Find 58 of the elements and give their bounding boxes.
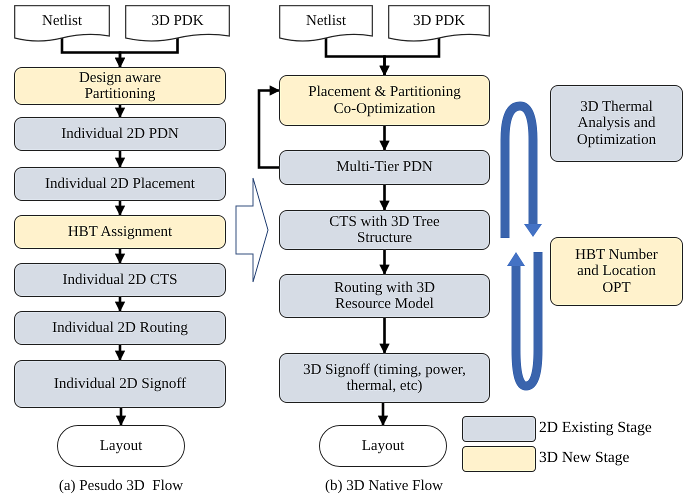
- process-box: [14, 67, 226, 105]
- process-box: [14, 263, 226, 297]
- node-label: 3D PDK: [150, 13, 205, 30]
- node-label: Layout: [98, 438, 144, 454]
- node-label: Individual 2D Signoff: [52, 376, 188, 392]
- node-label: (b) 3D Native Flow: [324, 478, 444, 494]
- arrow: [379, 126, 390, 152]
- arrow: [379, 250, 390, 276]
- process-box: [279, 75, 490, 126]
- block-arrow: [236, 178, 269, 282]
- legend-label: 2D Existing Stage: [539, 419, 652, 437]
- arrow: [379, 318, 390, 354]
- node-label: 3D Thermal Analysis and Optimization: [576, 98, 658, 148]
- process-box: [14, 117, 226, 151]
- process-box: [550, 237, 683, 306]
- document-shape: [388, 5, 490, 42]
- process-box: [279, 274, 490, 318]
- process-box: [279, 353, 490, 403]
- process-box: [14, 360, 226, 408]
- arrow: [379, 185, 390, 212]
- node-label: Individual 2D CTS: [62, 272, 178, 288]
- node-label: HBT Number and Location OPT: [574, 246, 659, 296]
- node-label: Netlist: [41, 13, 83, 30]
- node-label: Design aware Partitioning: [78, 70, 162, 102]
- arrow: [114, 249, 126, 264]
- node-label: Multi-Tier PDN: [335, 159, 434, 176]
- node-label: 3D PDK: [412, 13, 466, 30]
- node-label: Layout: [360, 438, 406, 454]
- node-label: Placement & Partitioning Co-Optimization: [307, 84, 462, 117]
- process-box: [14, 215, 226, 249]
- node-label: Individual 2D Placement: [44, 176, 196, 192]
- arrow: [114, 201, 126, 216]
- legend-label: 3D New Stage: [539, 449, 630, 467]
- node-label: Routing with 3D Resource Model: [333, 280, 436, 312]
- arrow: [114, 38, 179, 68]
- node-label: Individual 2D PDN: [60, 126, 180, 142]
- node-label: CTS with 3D Tree Structure: [328, 214, 441, 246]
- arrow: [114, 297, 126, 312]
- document-shape: [279, 5, 373, 42]
- arrow: [114, 151, 126, 168]
- document-shape: [14, 5, 110, 42]
- arrow: [114, 345, 126, 362]
- node-label: (a) Pesudo 3D Flow: [58, 478, 184, 494]
- arrow: [378, 403, 388, 426]
- arrow: [379, 38, 440, 76]
- process-box: [550, 85, 683, 162]
- arrow: [114, 105, 126, 118]
- process-box: [14, 167, 226, 201]
- node-label: Netlist: [305, 13, 347, 30]
- node-label: HBT Assignment: [66, 224, 174, 240]
- arrow: [258, 85, 280, 169]
- node-label: Individual 2D Routing: [51, 320, 189, 336]
- process-box: [279, 150, 490, 185]
- node-label: 3D Signoff (timing, power, thermal, etc): [302, 362, 467, 394]
- process-box: [279, 210, 490, 250]
- document-shape: [125, 5, 230, 42]
- arrow: [116, 408, 126, 426]
- process-box: [14, 311, 226, 345]
